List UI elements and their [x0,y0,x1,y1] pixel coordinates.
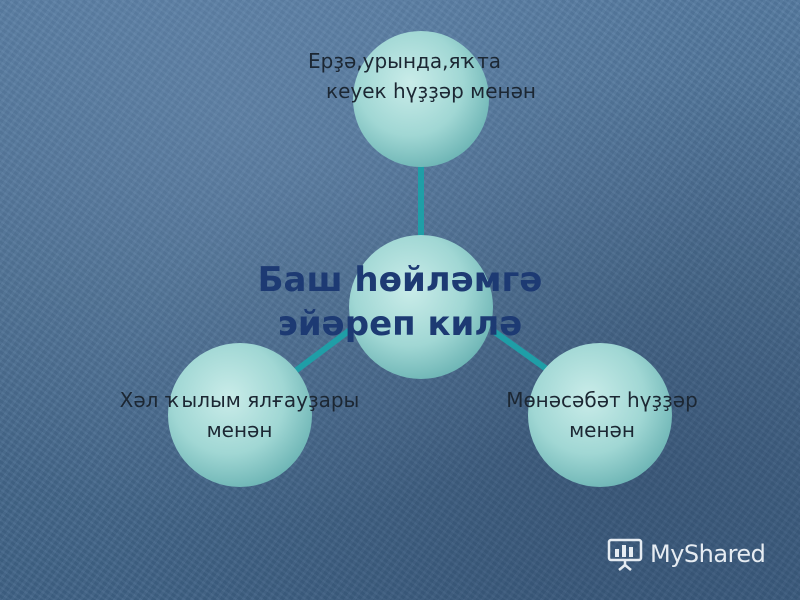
node-label-top: Ерҙә,урында,яҡта кеуек һүҙҙәр менән [300,46,550,106]
node-circle-top [353,31,489,167]
node-top-line-1: Ерҙә,урында,яҡта [308,49,502,73]
node-label-right: Мөнәсәбәт һүҙҙәр менән [478,385,726,445]
connector-left [288,327,352,378]
center-label-line-1: Баш һөйләмгә [257,260,543,300]
watermark-text: MyShared [650,540,766,568]
center-node-label: Баш һөйләмгә эйәреп килә [220,258,580,346]
node-left-line-1: Хәл ҡылым ялғауҙары [119,388,360,412]
presentation-board-icon [607,538,643,571]
node-right-line-1: Мөнәсәбәт һүҙҙәр [506,388,698,412]
node-circle-right [528,343,672,487]
node-circle-left [168,343,312,487]
center-label-line-2: эйәреп килә [277,304,523,344]
connector-right [490,327,557,378]
node-top-line-2: кеуек һүҙҙәр менән [326,79,536,103]
myshared-watermark: MyShared [606,534,766,574]
node-label-left: Хәл ҡылым ялғауҙары менән [92,385,387,445]
node-right-line-2: менән [569,418,635,442]
node-left-line-2: менән [206,418,273,442]
center-circle [349,235,493,379]
